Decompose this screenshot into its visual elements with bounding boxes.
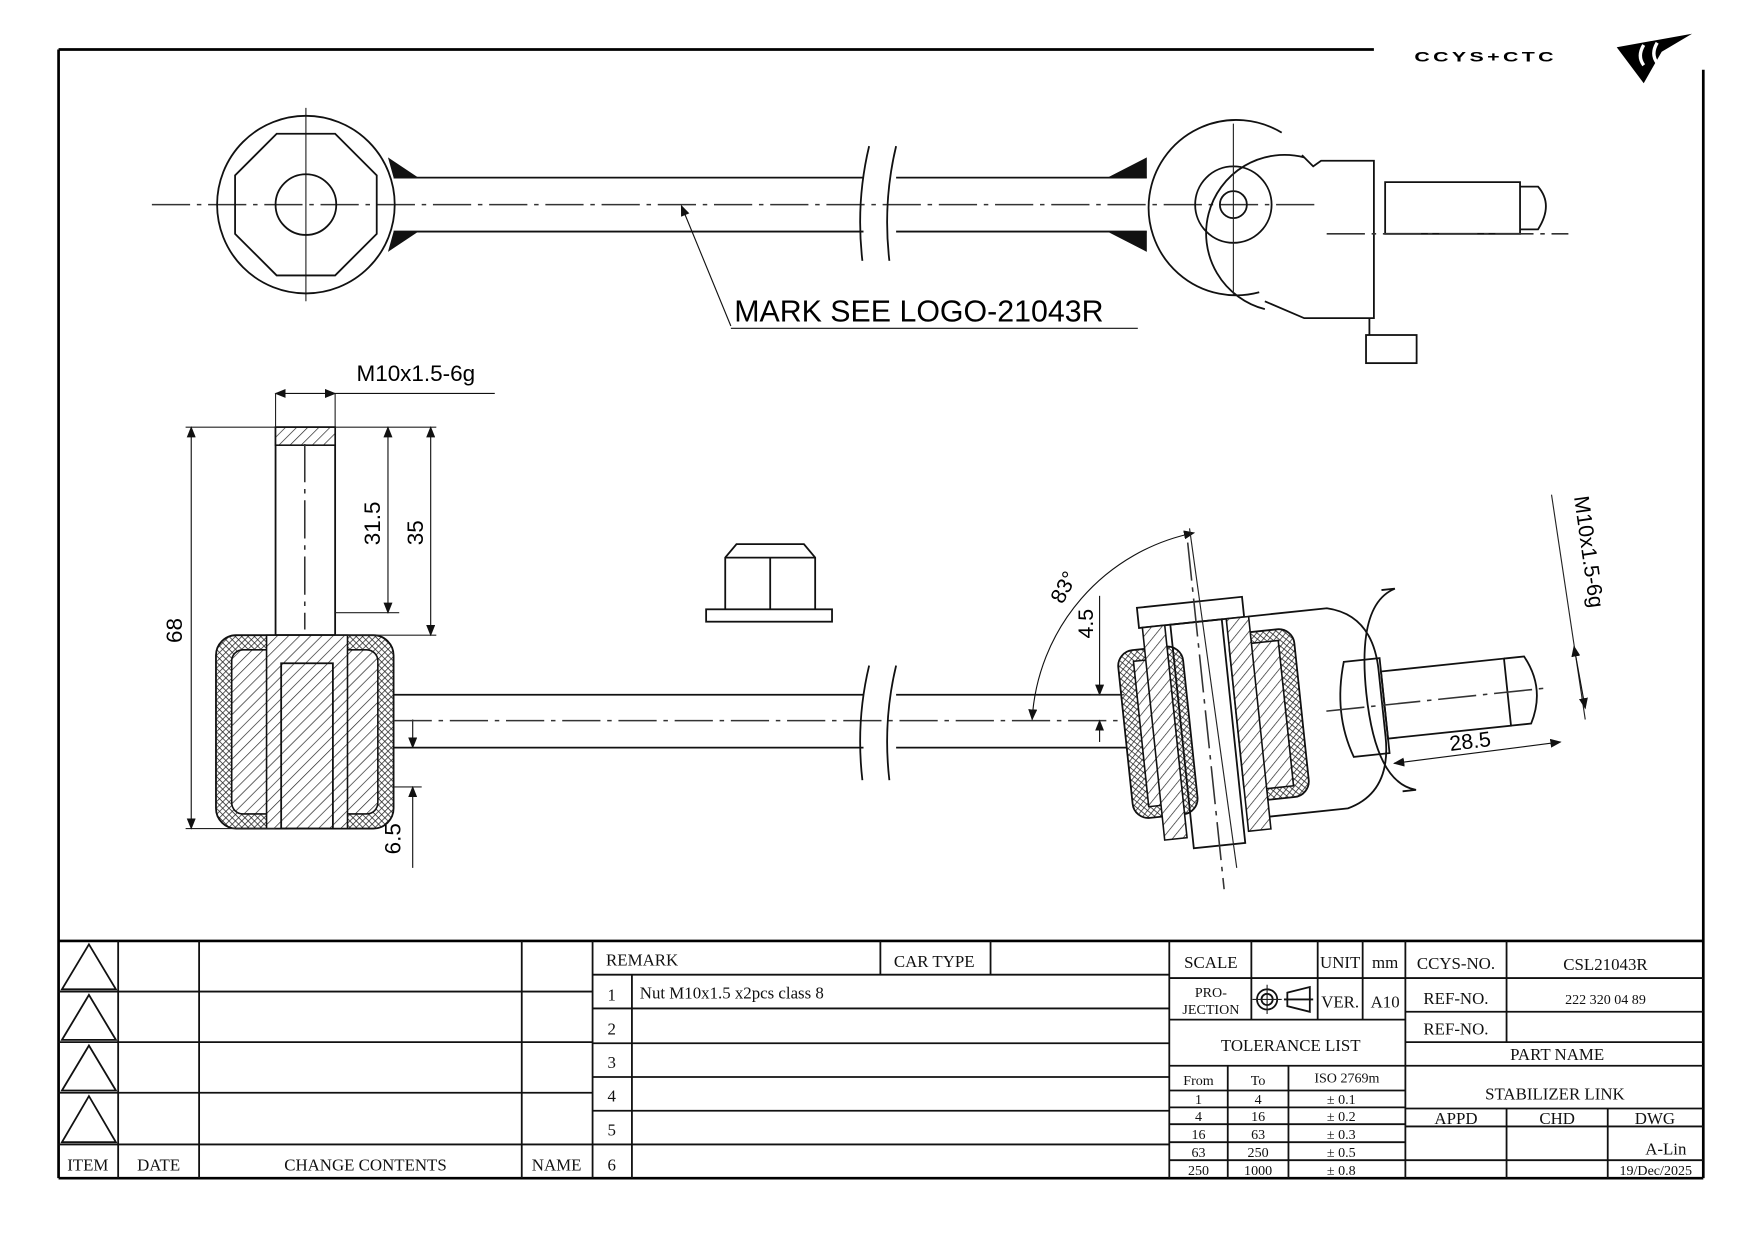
tolerance-from-header: From [1183,1073,1214,1089]
logo-text: CCYS+CTC [1414,49,1557,64]
ref-no-value: 222 320 04 89 [1565,992,1646,1008]
tolerance-cell: 4 [1195,1109,1202,1125]
tolerance-cell: 1 [1195,1092,1202,1108]
tolerance-cell: ± 0.8 [1327,1163,1356,1179]
ccys-no-value: CSL21043R [1563,955,1648,974]
remark-row-number: 5 [607,1120,615,1139]
dim-68-label: 68 [162,618,187,643]
title-block: ITEM DATE CHANGE CONTENTS NAME REMARK CA… [58,939,1704,1179]
tolerance-to-header: To [1251,1073,1266,1089]
dim-4-5-label: 4.5 [1074,609,1098,639]
sheet-frame [57,48,1705,1180]
top-view: MARK SEE LOGO-21043R [151,107,1569,365]
tolerance-cell: ± 0.5 [1327,1145,1356,1161]
unit-value: mm [1372,953,1398,972]
remark-row-number: 2 [607,1019,615,1038]
revision-table: ITEM DATE CHANGE CONTENTS NAME [58,940,594,1179]
dim-35-label: 35 [403,520,428,545]
tolerance-cell: 63 [1191,1145,1205,1161]
change-contents-header: CHANGE CONTENTS [284,1155,447,1174]
part-info-table: CCYS-NO. CSL21043R REF-NO. 222 320 04 89… [1405,940,1704,1179]
tolerance-cell: ± 0.3 [1327,1127,1356,1143]
remark-row-number: 4 [607,1087,616,1106]
tolerance-list-title: TOLERANCE LIST [1221,1036,1361,1055]
right-thread-label: M10x1.5-6g [1569,494,1608,609]
remarks-table: REMARK CAR TYPE 1 Nut M10x1.5 x2pcs clas… [592,940,1171,1179]
drawing-date: 19/Dec/2025 [1619,1163,1692,1179]
tolerance-cell: ± 0.1 [1327,1092,1356,1108]
remark-row-number: 3 [607,1053,615,1072]
tolerance-cell: 250 [1188,1163,1209,1179]
dim-28-5-label: 28.5 [1448,727,1492,756]
angle-83-label: 83° [1046,567,1082,607]
tolerance-cell: 63 [1251,1127,1265,1143]
ref-no-label: REF-NO. [1423,989,1488,1008]
tolerance-cell: 16 [1251,1109,1265,1125]
projection-label-line2: JECTION [1182,1002,1239,1018]
break-mark [859,145,897,261]
ref-no-2-label: REF-NO. [1423,1019,1488,1038]
revision-triangle-icon [60,1043,118,1092]
projection-label-line1: PRO- [1195,985,1227,1001]
chd-label: CHD [1539,1109,1575,1128]
item-header: ITEM [67,1155,108,1174]
third-angle-projection-icon [1252,984,1314,1015]
tolerance-cell: 250 [1248,1145,1269,1161]
version-label: VER. [1321,992,1359,1011]
revision-triangle-icon [60,993,118,1041]
tolerance-cell: 1000 [1244,1163,1272,1179]
spec-table: SCALE UNIT mm PRO- JECTION VER. A10 TOLE… [1169,940,1407,1179]
front-view-left-joint: M10x1.5-6g 68 31.5 35 6.5 [162,361,495,868]
dim-31-5-label: 31.5 [360,502,385,546]
company-logo: CCYS+CTC [1414,33,1693,84]
part-name-value: STABILIZER LINK [1485,1084,1625,1103]
nut-drawing [705,543,833,623]
remark-header: REMARK [606,951,678,970]
revision-triangle-icon [60,1094,118,1144]
car-type-label: CAR TYPE [894,952,975,971]
tolerance-cell: 16 [1191,1127,1205,1143]
left-thread-label: M10x1.5-6g [356,361,475,386]
tolerance-cell: ± 0.2 [1327,1109,1356,1125]
remark-row-number: 6 [607,1155,615,1174]
part-name-label: PART NAME [1510,1045,1604,1064]
remark-row-text: Nut M10x1.5 x2pcs class 8 [640,983,824,1002]
unit-label: UNIT [1320,953,1361,972]
version-value: A10 [1371,992,1400,1011]
date-header: DATE [137,1155,180,1174]
scale-label: SCALE [1184,953,1237,972]
front-view-rod [393,665,1136,781]
dim-6-5-label: 6.5 [380,823,405,854]
tolerance-cell: 4 [1255,1092,1262,1108]
tolerance-standard-header: ISO 2769m [1314,1071,1379,1087]
dwg-label: DWG [1635,1109,1675,1128]
drawn-by-value: A-Lin [1645,1140,1687,1159]
appd-label: APPD [1434,1109,1477,1128]
front-view-right-joint: 83° 4.5 M10x1.5-6g 28.5 [1028,494,1609,890]
remark-row-number: 1 [607,986,615,1005]
revision-triangle-icon [60,942,118,991]
name-header: NAME [532,1155,582,1174]
ccys-no-label: CCYS-NO. [1417,954,1495,973]
mark-note-label: MARK SEE LOGO-21043R [734,296,1103,329]
